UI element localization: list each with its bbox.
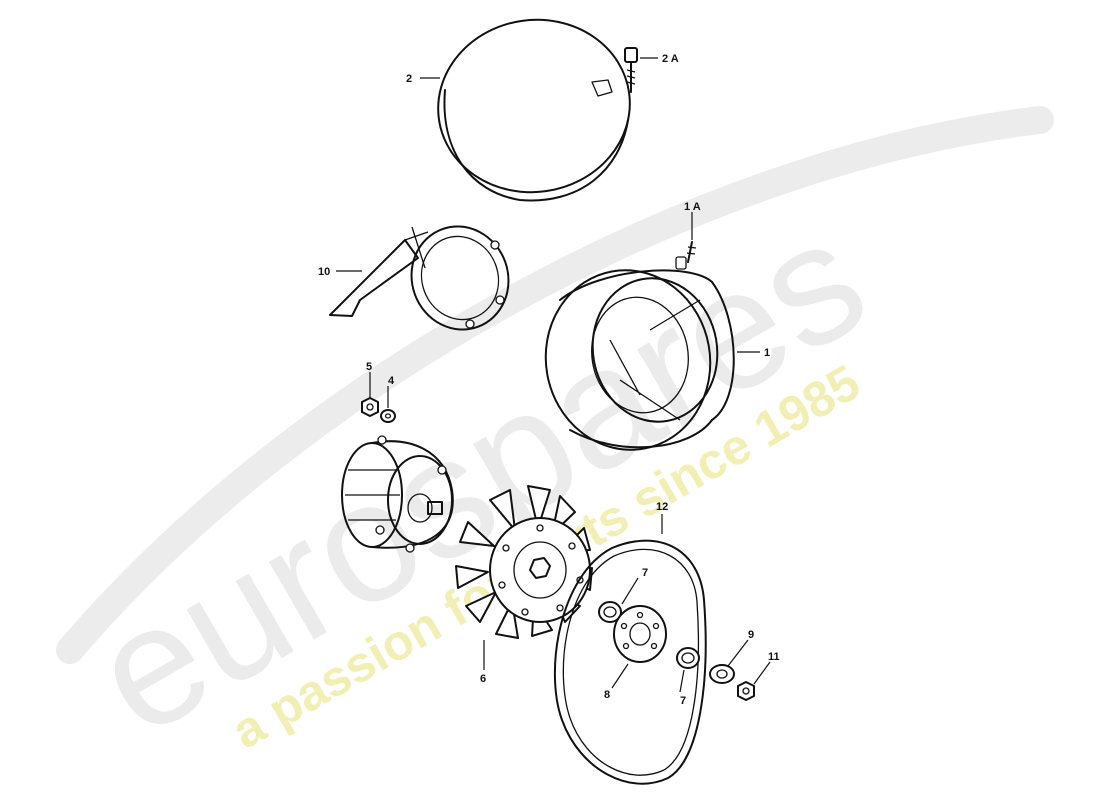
part-5-nut[interactable] — [361, 397, 379, 417]
callout-12: 12 — [656, 501, 668, 513]
watermark: eurospares a passion for parts since 198… — [56, 106, 1054, 772]
part-7-spacer-upper[interactable] — [598, 601, 622, 623]
part-2-clamp-band[interactable] — [427, 7, 641, 204]
alternator[interactable] — [341, 435, 454, 553]
callout-11: 11 — [768, 651, 780, 663]
part-7-spacer-lower[interactable] — [676, 647, 700, 669]
part-6-fan-wheel[interactable] — [455, 485, 593, 639]
callout-10: 10 — [318, 266, 330, 278]
callout-8: 8 — [604, 689, 610, 701]
callout-7-upper: 7 — [642, 567, 648, 579]
part-2a-bolt[interactable] — [624, 47, 638, 93]
callout-4: 4 — [388, 375, 395, 387]
part-11-nut[interactable] — [737, 681, 755, 701]
watermark-swoosh — [56, 106, 1054, 664]
callout-1: 1 — [764, 347, 770, 359]
part-12-v-belt[interactable] — [553, 539, 707, 785]
callout-9: 9 — [748, 629, 754, 641]
callout-5: 5 — [366, 361, 372, 373]
callout-labels: 2 2 A 10 1 A 1 5 4 6 12 7 8 7 9 11 — [318, 53, 780, 707]
part-10-air-guide[interactable] — [329, 213, 523, 344]
part-1-fan-housing[interactable] — [532, 256, 735, 463]
callout-7-lower: 7 — [680, 695, 686, 707]
callout-6: 6 — [480, 673, 486, 685]
callout-2a: 2 A — [662, 53, 679, 65]
leader-lines — [336, 57, 771, 693]
part-9-spacer-ring[interactable] — [709, 664, 735, 684]
callout-2: 2 — [406, 73, 412, 85]
part-4-washer[interactable] — [380, 409, 396, 423]
callout-1a: 1 A — [684, 201, 701, 213]
part-8-pulley[interactable] — [613, 605, 667, 663]
part-1a-stud[interactable] — [686, 241, 697, 263]
